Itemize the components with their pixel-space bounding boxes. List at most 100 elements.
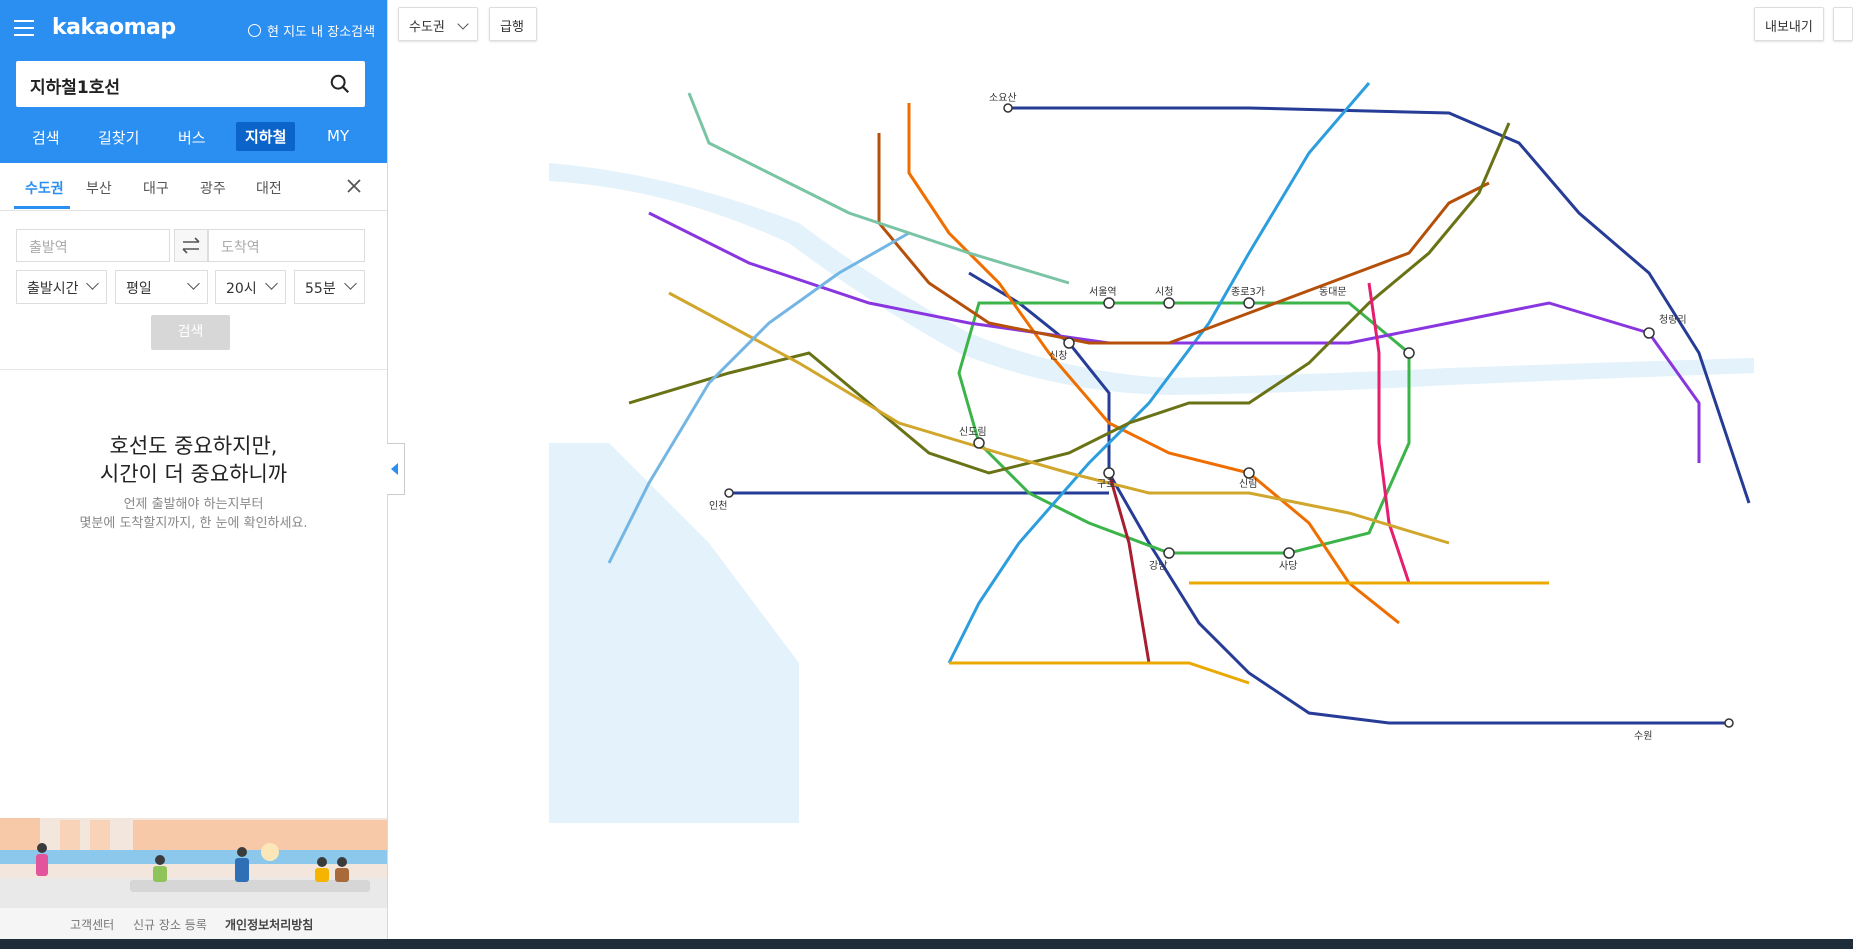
divider <box>0 369 387 370</box>
support-link[interactable]: 고객센터 <box>70 918 115 932</box>
privacy-link[interactable]: 개인정보처리방침 <box>225 918 314 932</box>
station-marker[interactable] <box>1243 467 1255 479</box>
promo-title-line2: 시간이 더 중요하니까 <box>99 462 288 486</box>
promo-sub-line2: 몇분에 도착할지까지, 한 눈에 확인하세요. <box>79 516 308 531</box>
collapse-panel-button[interactable] <box>387 443 405 495</box>
route-search-button[interactable]: 검색 <box>151 315 230 350</box>
promo-title: 호선도 중요하지만, 시간이 더 중요하니까 <box>0 432 387 488</box>
toolbar-extra-button[interactable] <box>1833 7 1853 41</box>
close-icon[interactable] <box>346 178 362 194</box>
tab-search[interactable]: 검색 <box>32 129 60 147</box>
tab-region-capital[interactable]: 수도권 <box>25 181 64 197</box>
destination-field[interactable]: 도착역 <box>208 229 365 262</box>
search-value: 지하철1호선 <box>30 78 121 98</box>
station-marker[interactable] <box>1283 547 1295 559</box>
tab-region-daejeon[interactable]: 대전 <box>256 181 282 197</box>
station-marker[interactable] <box>1103 467 1115 479</box>
line6-path <box>877 133 1490 345</box>
tab-my[interactable]: MY <box>327 127 350 145</box>
minute-value: 55분 <box>305 281 336 297</box>
promo-sub-line1: 언제 출발해야 하는지부터 <box>123 497 264 512</box>
sidebar: kakaomap 현 지도 내 장소검색 지하철1호선 검색 길찾기 버스 지하… <box>0 0 388 939</box>
station-label: 서울역 <box>1089 286 1117 298</box>
export-button[interactable]: 내보내기 <box>1754 7 1824 41</box>
day-type-select[interactable]: 평일 <box>115 270 208 304</box>
swap-button[interactable] <box>174 229 208 262</box>
active-tab-indicator <box>14 206 70 209</box>
search-icon[interactable] <box>329 73 351 95</box>
station-marker[interactable] <box>973 437 985 449</box>
station-label: 신창 <box>1049 350 1067 362</box>
station-marker[interactable] <box>724 488 734 498</box>
station-label: 구로 <box>1097 479 1115 490</box>
minute-select[interactable]: 55분 <box>294 270 365 304</box>
west-sea <box>549 443 799 823</box>
station-marker[interactable] <box>1163 547 1175 559</box>
chevron-down-icon <box>344 277 357 290</box>
station-label: 인천 <box>709 500 727 512</box>
suin-south-path <box>949 661 1250 685</box>
chevron-down-icon <box>457 18 469 30</box>
line5-path <box>648 211 1701 463</box>
line8-path <box>1367 282 1411 584</box>
region-select[interactable]: 수도권 <box>398 7 478 41</box>
tab-subway[interactable]: 지하철 <box>236 122 296 151</box>
line9-path <box>668 291 1450 545</box>
station-marker[interactable] <box>1103 297 1115 309</box>
promo-illustration <box>0 818 387 908</box>
station-label: 신도림 <box>959 426 987 438</box>
gyeongui-line-path <box>687 92 1070 285</box>
register-place-link[interactable]: 신규 장소 등록 <box>133 918 207 932</box>
station-marker[interactable] <box>1243 297 1255 309</box>
line2-path <box>957 301 1411 555</box>
tab-region-gwangju[interactable]: 광주 <box>200 181 226 197</box>
tab-directions[interactable]: 길찾기 <box>98 129 140 147</box>
time-type-select[interactable]: 출발시간 <box>16 270 107 304</box>
han-river <box>549 163 1754 395</box>
chevron-down-icon <box>86 277 99 290</box>
station-marker[interactable] <box>1003 103 1013 113</box>
line7-path <box>628 122 1511 475</box>
menu-icon[interactable] <box>14 20 34 36</box>
taskbar <box>0 939 1853 949</box>
line1-path <box>1008 106 1751 504</box>
station-label: 종로3가 <box>1231 286 1265 298</box>
subway-map[interactable]: 서울역 시청 종로3가 동대문 신도림 구로 인천 수원 소요산 청량리 신림 … <box>549 23 1754 823</box>
search-input[interactable]: 지하철1호선 <box>16 61 365 107</box>
airport-line-path <box>607 231 910 564</box>
time-type-value: 출발시간 <box>27 281 79 297</box>
origin-field[interactable]: 출발역 <box>16 229 170 262</box>
line3-path <box>907 103 1400 625</box>
station-label: 소요산 <box>989 92 1017 104</box>
region-tabs: 수도권 부산 대구 광주 대전 <box>0 163 387 211</box>
sinbundang-line-path <box>1107 472 1151 664</box>
tab-region-busan[interactable]: 부산 <box>86 181 112 197</box>
express-toggle[interactable]: 급행 <box>489 7 537 41</box>
region-select-value: 수도권 <box>409 20 445 35</box>
radio-icon[interactable] <box>248 24 261 37</box>
station-marker[interactable] <box>1163 297 1175 309</box>
tab-region-daegu[interactable]: 대구 <box>143 181 169 197</box>
station-marker[interactable] <box>1403 347 1415 359</box>
station-label: 강남 <box>1149 560 1167 572</box>
promo-subtitle: 언제 출발해야 하는지부터 몇분에 도착할지까지, 한 눈에 확인하세요. <box>0 495 387 533</box>
sidebar-footer: 고객센터 신규 장소 등록 개인정보처리방침 <box>0 908 387 939</box>
promo-title-line1: 호선도 중요하지만, <box>109 434 278 458</box>
chevron-left-icon <box>391 463 398 475</box>
chevron-down-icon <box>187 277 200 290</box>
station-marker[interactable] <box>1643 327 1655 339</box>
tab-bus[interactable]: 버스 <box>178 129 206 147</box>
station-marker[interactable] <box>1063 337 1075 349</box>
station-label: 청량리 <box>1659 314 1687 326</box>
station-label: 시청 <box>1155 286 1173 298</box>
day-type-value: 평일 <box>126 281 152 297</box>
hour-select[interactable]: 20시 <box>215 270 286 304</box>
scope-search-toggle[interactable]: 현 지도 내 장소검색 <box>248 21 375 40</box>
station-label: 동대문 <box>1319 286 1347 298</box>
station-marker[interactable] <box>1724 718 1734 728</box>
mode-tabs: 검색 길찾기 버스 지하철 MY <box>0 122 387 154</box>
sidebar-header: kakaomap 현 지도 내 장소검색 지하철1호선 검색 길찾기 버스 지하… <box>0 0 387 163</box>
hour-value: 20시 <box>226 281 257 297</box>
station-label: 사당 <box>1279 560 1297 572</box>
brand-logo[interactable]: kakaomap <box>52 15 176 40</box>
